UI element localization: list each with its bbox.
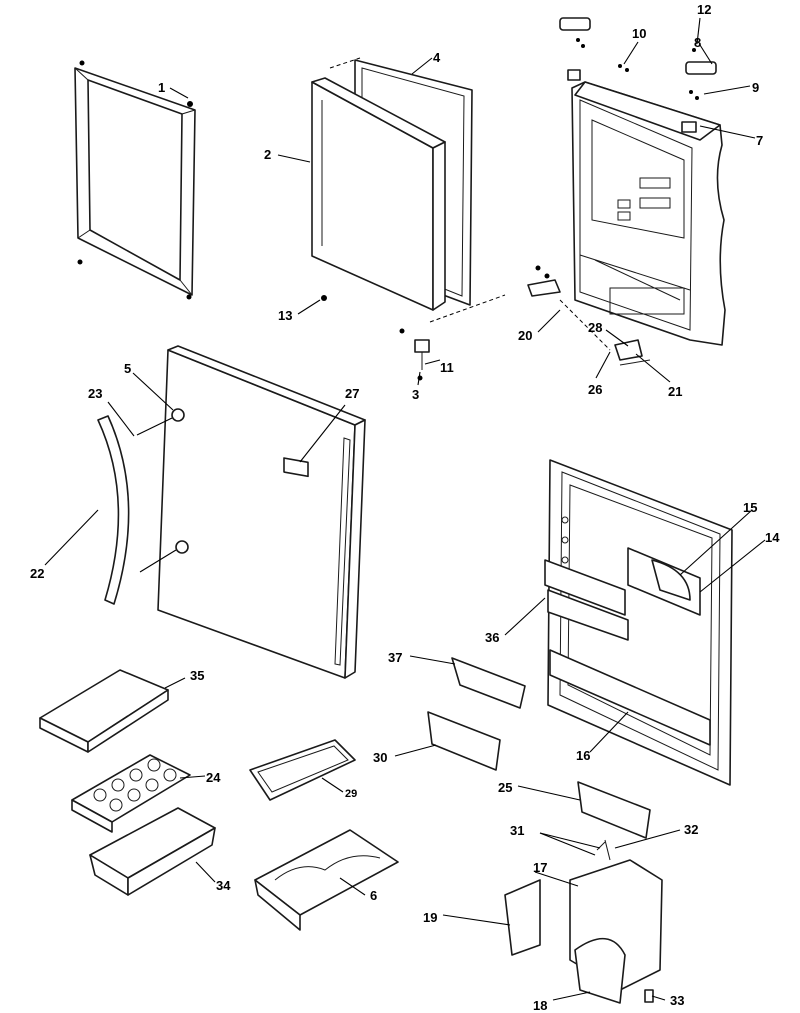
bin-30-part <box>427 711 501 771</box>
callout-20: 20 <box>518 328 532 343</box>
callout-15: 15 <box>743 500 757 515</box>
callout-28: 28 <box>588 320 602 335</box>
callout-labels: 1 2 3 4 5 6 7 8 9 10 11 12 13 14 15 16 1… <box>30 2 780 1013</box>
callout-35: 35 <box>190 668 204 683</box>
cabinet-part <box>571 81 726 346</box>
callout-23: 23 <box>88 386 102 401</box>
hinge-part <box>559 17 717 133</box>
callout-17: 17 <box>533 860 547 875</box>
callout-33: 33 <box>670 993 684 1008</box>
callout-14: 14 <box>765 530 780 545</box>
callout-19: 19 <box>423 910 437 925</box>
shelf-cover-part <box>39 669 169 753</box>
small-parts <box>596 839 611 861</box>
callout-11: 11 <box>440 360 454 375</box>
callout-31: 31 <box>510 823 524 838</box>
callout-36: 36 <box>485 630 499 645</box>
callout-16: 16 <box>576 748 590 763</box>
callout-10: 10 <box>632 26 646 41</box>
callout-5: 5 <box>124 361 131 376</box>
callout-3: 3 <box>412 387 419 402</box>
callout-7: 7 <box>756 133 763 148</box>
callout-37: 37 <box>388 650 402 665</box>
freezer-door-part <box>311 77 446 311</box>
door-frame-part <box>74 60 196 300</box>
bin-25-part <box>577 781 651 839</box>
egg-tray-part <box>71 754 191 833</box>
storage-bin-part <box>89 807 216 896</box>
callout-34: 34 <box>216 878 231 893</box>
dispenser-housing-part <box>504 859 663 1004</box>
fresh-food-door-part <box>157 345 366 679</box>
leader-lines <box>44 17 766 1001</box>
callout-9: 9 <box>752 80 759 95</box>
wine-tray-part <box>254 829 399 931</box>
callout-13: 13 <box>278 308 292 323</box>
callout-2: 2 <box>264 147 271 162</box>
callout-26: 26 <box>588 382 602 397</box>
callout-18: 18 <box>533 998 547 1013</box>
callout-22: 22 <box>30 566 44 581</box>
callout-25: 25 <box>498 780 512 795</box>
callout-8: 8 <box>694 35 701 50</box>
tray-lid-part <box>249 739 356 801</box>
callout-29: 29 <box>345 788 357 800</box>
door-shelves-part <box>544 547 711 746</box>
callout-12: 12 <box>697 2 711 17</box>
callout-27: 27 <box>345 386 359 401</box>
callout-24: 24 <box>206 770 221 785</box>
handle-part <box>97 408 189 605</box>
small-bin-part <box>451 657 526 709</box>
callout-1: 1 <box>158 80 165 95</box>
door-liner-part <box>547 459 733 786</box>
lower-hinge-part <box>527 265 651 366</box>
callout-6: 6 <box>370 888 377 903</box>
callout-4: 4 <box>433 50 441 65</box>
callout-32: 32 <box>684 822 698 837</box>
callout-30: 30 <box>373 750 387 765</box>
door-bracket-part <box>321 295 430 381</box>
callout-21: 21 <box>668 384 682 399</box>
